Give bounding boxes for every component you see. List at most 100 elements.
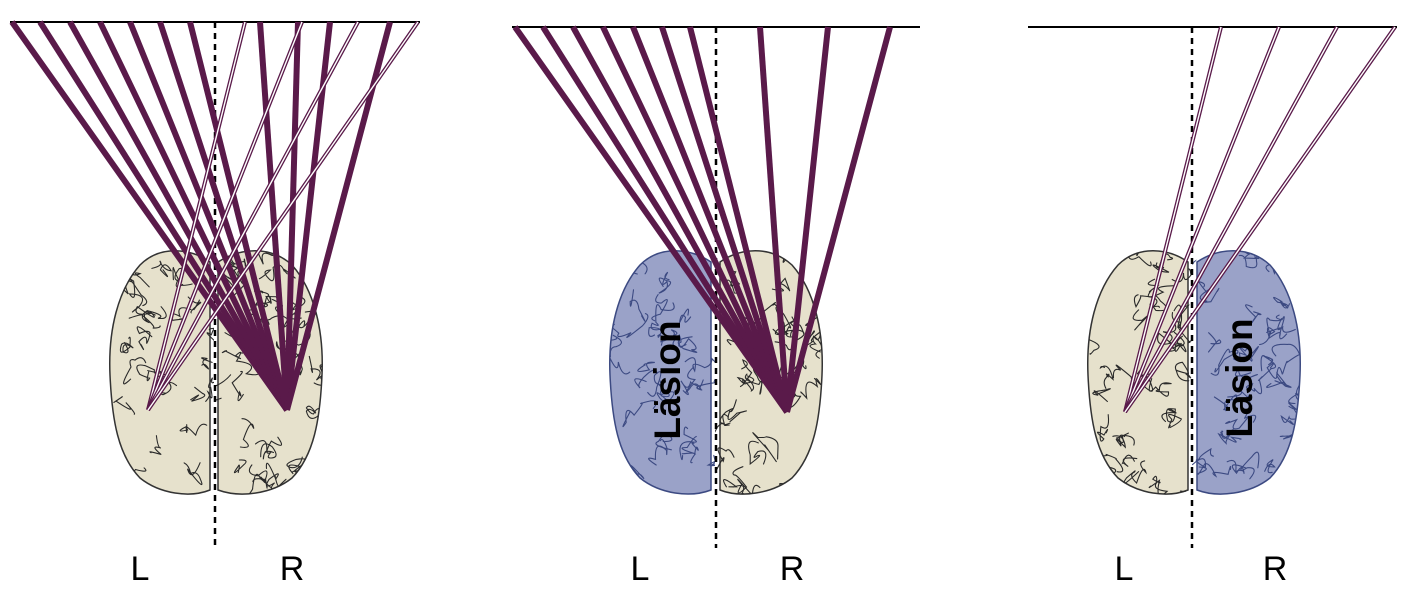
gyrus-fold	[206, 325, 214, 354]
gyrus-fold	[660, 329, 682, 347]
label-left: L	[1115, 550, 1134, 588]
gyrus-fold	[677, 336, 698, 353]
gyrus-fold	[257, 252, 274, 265]
gyrus-fold	[135, 305, 156, 318]
gyrus-fold	[1147, 278, 1177, 298]
gyrus-fold	[1238, 251, 1260, 269]
gyrus-fold	[744, 373, 763, 395]
gyrus-fold	[308, 355, 323, 386]
gyrus-fold	[1112, 434, 1127, 449]
gyrus-fold	[109, 418, 117, 438]
gyrus-fold	[1148, 475, 1169, 494]
gyrus-fold	[113, 396, 136, 415]
gyrus-fold	[651, 294, 668, 322]
gyrus-fold	[136, 364, 166, 382]
label-right: R	[1263, 550, 1288, 588]
gyrus-fold	[1234, 367, 1258, 379]
gyrus-fold	[657, 380, 670, 398]
gyrus-fold	[1192, 447, 1214, 469]
gyrus-fold	[706, 454, 715, 467]
gyrus-fold	[715, 447, 735, 474]
gyrus-fold	[1121, 454, 1138, 468]
gyrus-fold	[741, 359, 755, 392]
gyrus-fold	[1197, 463, 1232, 478]
gyrus-fold	[190, 386, 206, 402]
gyrus-fold	[732, 466, 761, 494]
gyrus-fold	[637, 361, 655, 372]
gyrus-fold	[1116, 432, 1135, 446]
gyrus-fold	[629, 289, 646, 322]
gyrus-fold	[179, 423, 208, 437]
gyrus-fold	[226, 250, 248, 267]
gyrus-fold	[1240, 451, 1260, 480]
gyrus-fold	[1266, 362, 1288, 388]
gyrus-fold	[1097, 453, 1124, 473]
gyrus-fold	[128, 314, 161, 329]
gyrus-fold	[1092, 465, 1117, 482]
gyrus-fold	[1217, 429, 1234, 445]
gyrus-fold	[205, 367, 214, 402]
gyrus-fold	[118, 277, 144, 313]
gyrus-fold	[1123, 460, 1147, 485]
brain	[1087, 250, 1301, 495]
gyrus-fold	[609, 288, 618, 314]
right-hemisphere-lesioned	[1196, 250, 1301, 495]
gyrus-fold	[172, 266, 184, 288]
gyrus-fold	[305, 405, 323, 419]
gyrus-fold	[679, 426, 697, 461]
gyrus-fold	[123, 357, 147, 385]
gyrus-fold	[141, 306, 167, 324]
gyrus-fold	[109, 308, 114, 328]
panel-3: Läsion L R	[1028, 25, 1397, 588]
gyrus-fold	[648, 327, 664, 346]
gyrus-fold	[1213, 394, 1238, 412]
gyrus-fold	[609, 334, 622, 358]
gyrus-fold	[1245, 379, 1263, 395]
gyrus-fold	[231, 370, 244, 402]
gyrus-fold	[681, 435, 697, 455]
gyrus-fold	[119, 336, 134, 354]
gyrus-fold	[782, 250, 796, 263]
gyrus-fold	[1161, 408, 1178, 423]
gyrus-fold	[752, 432, 779, 463]
gyrus-fold	[117, 486, 139, 494]
rays-to-left-hemisphere	[1123, 25, 1397, 414]
gyrus-fold	[800, 377, 822, 400]
gyrus-fold	[1178, 490, 1192, 494]
gyrus-fold	[679, 308, 692, 323]
gyrus-fold	[1275, 314, 1288, 340]
gyrus-fold	[214, 374, 232, 402]
gyrus-fold	[239, 418, 255, 448]
gyrus-fold	[233, 459, 247, 474]
gyrus-fold	[634, 369, 658, 389]
gyrus-fold	[109, 275, 120, 295]
gyrus-fold	[1174, 361, 1192, 382]
label-left: L	[131, 550, 150, 588]
gyrus-fold	[1099, 365, 1114, 389]
gyrus-fold	[1087, 301, 1093, 323]
gyrus-fold	[1168, 413, 1183, 429]
gyrus-fold	[109, 254, 124, 275]
gyrus-fold	[254, 440, 275, 460]
rays-to-right-hemisphere	[512, 25, 893, 414]
lesion-label: Läsion	[647, 320, 688, 439]
gyrus-fold	[804, 330, 822, 346]
gyrus-fold	[727, 410, 747, 423]
gyrus-fold	[149, 435, 162, 456]
gyrus-fold	[650, 302, 675, 331]
gyrus-fold	[1088, 251, 1110, 279]
gyrus-fold	[1280, 402, 1301, 425]
gyrus-fold	[109, 429, 118, 449]
gyrus-fold	[1092, 388, 1111, 403]
gyrus-fold	[109, 464, 127, 493]
gyrus-fold	[748, 440, 767, 466]
gyrus-fold	[201, 357, 213, 370]
gyrus-fold	[1257, 355, 1277, 382]
gyrus-fold	[622, 400, 657, 428]
gyrus-fold	[244, 473, 272, 494]
panel-2: Läsion L R	[512, 25, 920, 588]
gyrus-fold	[113, 250, 142, 261]
gyrus-fold	[151, 260, 173, 278]
gyrus-fold	[1210, 348, 1239, 376]
